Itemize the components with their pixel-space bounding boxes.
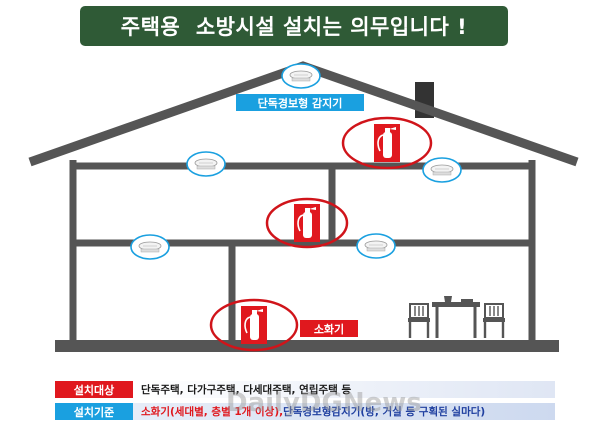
table-icon: [432, 296, 480, 338]
install-target-text: 단독주택, 다가구주택, 다세대주택, 연립주택 등: [133, 381, 555, 398]
chair-icon: [406, 302, 432, 340]
standard-extinguisher-text: 소화기(세대별, 층별 1개 이상),: [141, 406, 284, 418]
install-target-row: 설치대상 단독주택, 다가구주택, 다세대주택, 연립주택 등: [55, 381, 555, 398]
smoke-detector-icon: [130, 234, 170, 260]
fire-extinguisher-icon: [240, 305, 268, 345]
install-standard-row: 설치기준 소화기(세대별, 층별 1개 이상), 단독경보형감지기(방, 거실 …: [55, 403, 555, 420]
ground-floor: [55, 340, 559, 352]
install-target-tag: 설치대상: [55, 381, 133, 398]
watermark: DailyDGNews: [226, 388, 422, 418]
fire-extinguisher-icon: [373, 123, 401, 163]
standard-detector-text: 단독경보형감지기(방, 거실 등 구획된 실마다): [283, 406, 486, 418]
smoke-detector-icon: [356, 233, 396, 259]
smoke-detector-icon: [186, 151, 226, 177]
smoke-detector-icon: [281, 63, 321, 89]
extinguisher-ring: [265, 197, 349, 249]
install-standard-body: 소화기(세대별, 층별 1개 이상), 단독경보형감지기(방, 거실 등 구획된…: [133, 403, 555, 420]
smoke-detector-label: 단독경보형 감지기: [236, 94, 364, 111]
extinguisher-ring: [209, 298, 299, 352]
chair-icon: [481, 302, 507, 340]
fire-extinguisher-icon: [293, 203, 321, 243]
extinguisher-label: 소화기: [300, 320, 358, 337]
smoke-detector-icon: [422, 157, 462, 183]
page-title: 주택용 소방시설 설치는 의무입니다 !: [80, 6, 508, 46]
extinguisher-ring: [341, 116, 433, 170]
install-standard-tag: 설치기준: [55, 403, 133, 420]
